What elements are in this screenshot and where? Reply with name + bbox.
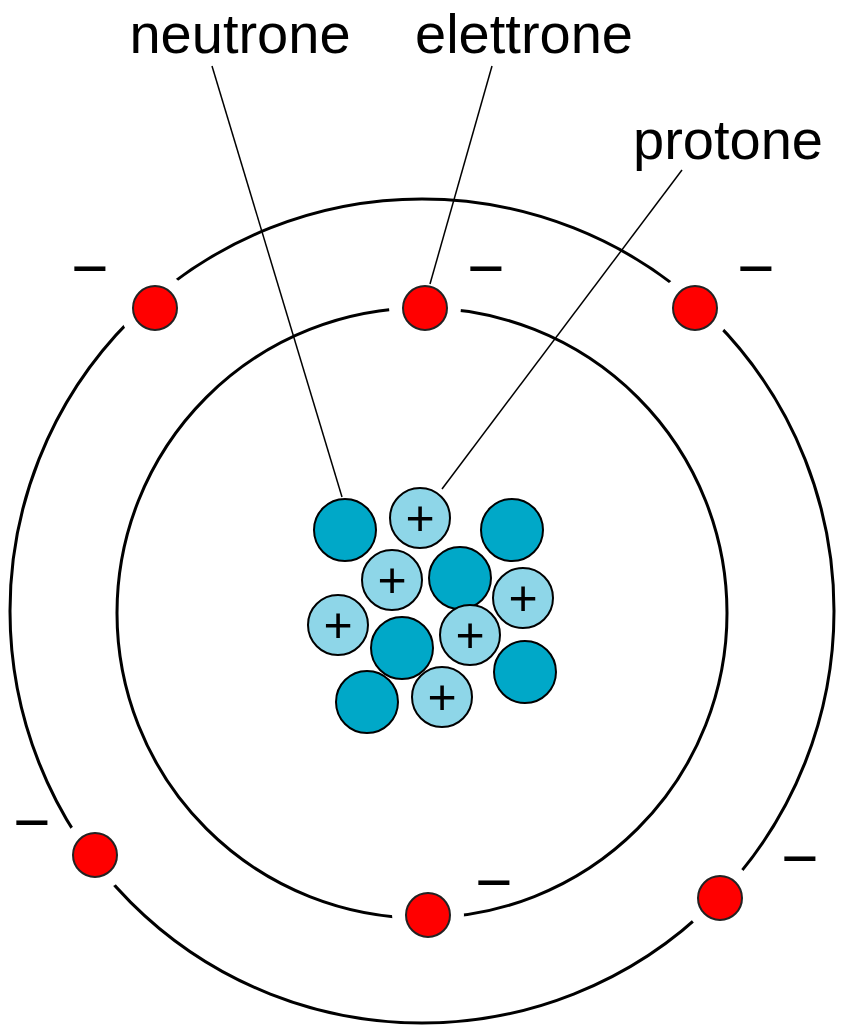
neutron [494, 641, 556, 703]
proton: + [492, 567, 554, 629]
neutron [429, 547, 491, 609]
charge-sign: − [467, 236, 504, 300]
charge-sign: + [439, 604, 501, 666]
part-name: neutrone [129, 6, 350, 62]
charge-sign: + [307, 594, 369, 656]
orbit-gap [392, 879, 464, 951]
leader-lines [212, 66, 682, 497]
proton: + [307, 594, 369, 656]
part-name: elettrone [415, 6, 633, 62]
orbit-gap [684, 862, 756, 934]
charge-sign: − [475, 850, 512, 914]
electron [673, 286, 717, 330]
charge-sign: + [492, 567, 554, 629]
neutron [336, 671, 398, 733]
part-name: protone [633, 112, 823, 168]
proton: + [439, 604, 501, 666]
charge-sign: + [361, 549, 423, 611]
outer-orbit [10, 199, 834, 1023]
proton-circle [390, 488, 450, 548]
charge-sign: − [781, 826, 818, 890]
charge-sign: − [737, 236, 774, 300]
neutron [371, 617, 433, 679]
proton-circle [440, 605, 500, 665]
electron [406, 893, 450, 937]
proton-circle [362, 550, 422, 610]
proton: + [361, 549, 423, 611]
proton: + [411, 666, 473, 728]
charge-sign: + [389, 487, 451, 549]
electron-gaps [59, 272, 756, 951]
proton-circle [308, 595, 368, 655]
leader-line [442, 170, 682, 489]
charge-sign: − [71, 236, 108, 300]
electron [73, 833, 117, 877]
leader-line [212, 66, 342, 497]
charge-sign: + [411, 666, 473, 728]
electrons [73, 286, 742, 937]
neutron [481, 499, 543, 561]
orbit-gap [659, 272, 731, 344]
inner-orbit [117, 308, 727, 918]
electron [403, 286, 447, 330]
proton-circle [493, 568, 553, 628]
orbit-gap [389, 272, 461, 344]
orbit-gap [119, 272, 191, 344]
proton-circle [412, 667, 472, 727]
proton: + [389, 487, 451, 549]
neutron [314, 499, 376, 561]
electron [133, 286, 177, 330]
orbit-gap [59, 819, 131, 891]
electron [698, 876, 742, 920]
charge-sign: − [13, 790, 50, 854]
